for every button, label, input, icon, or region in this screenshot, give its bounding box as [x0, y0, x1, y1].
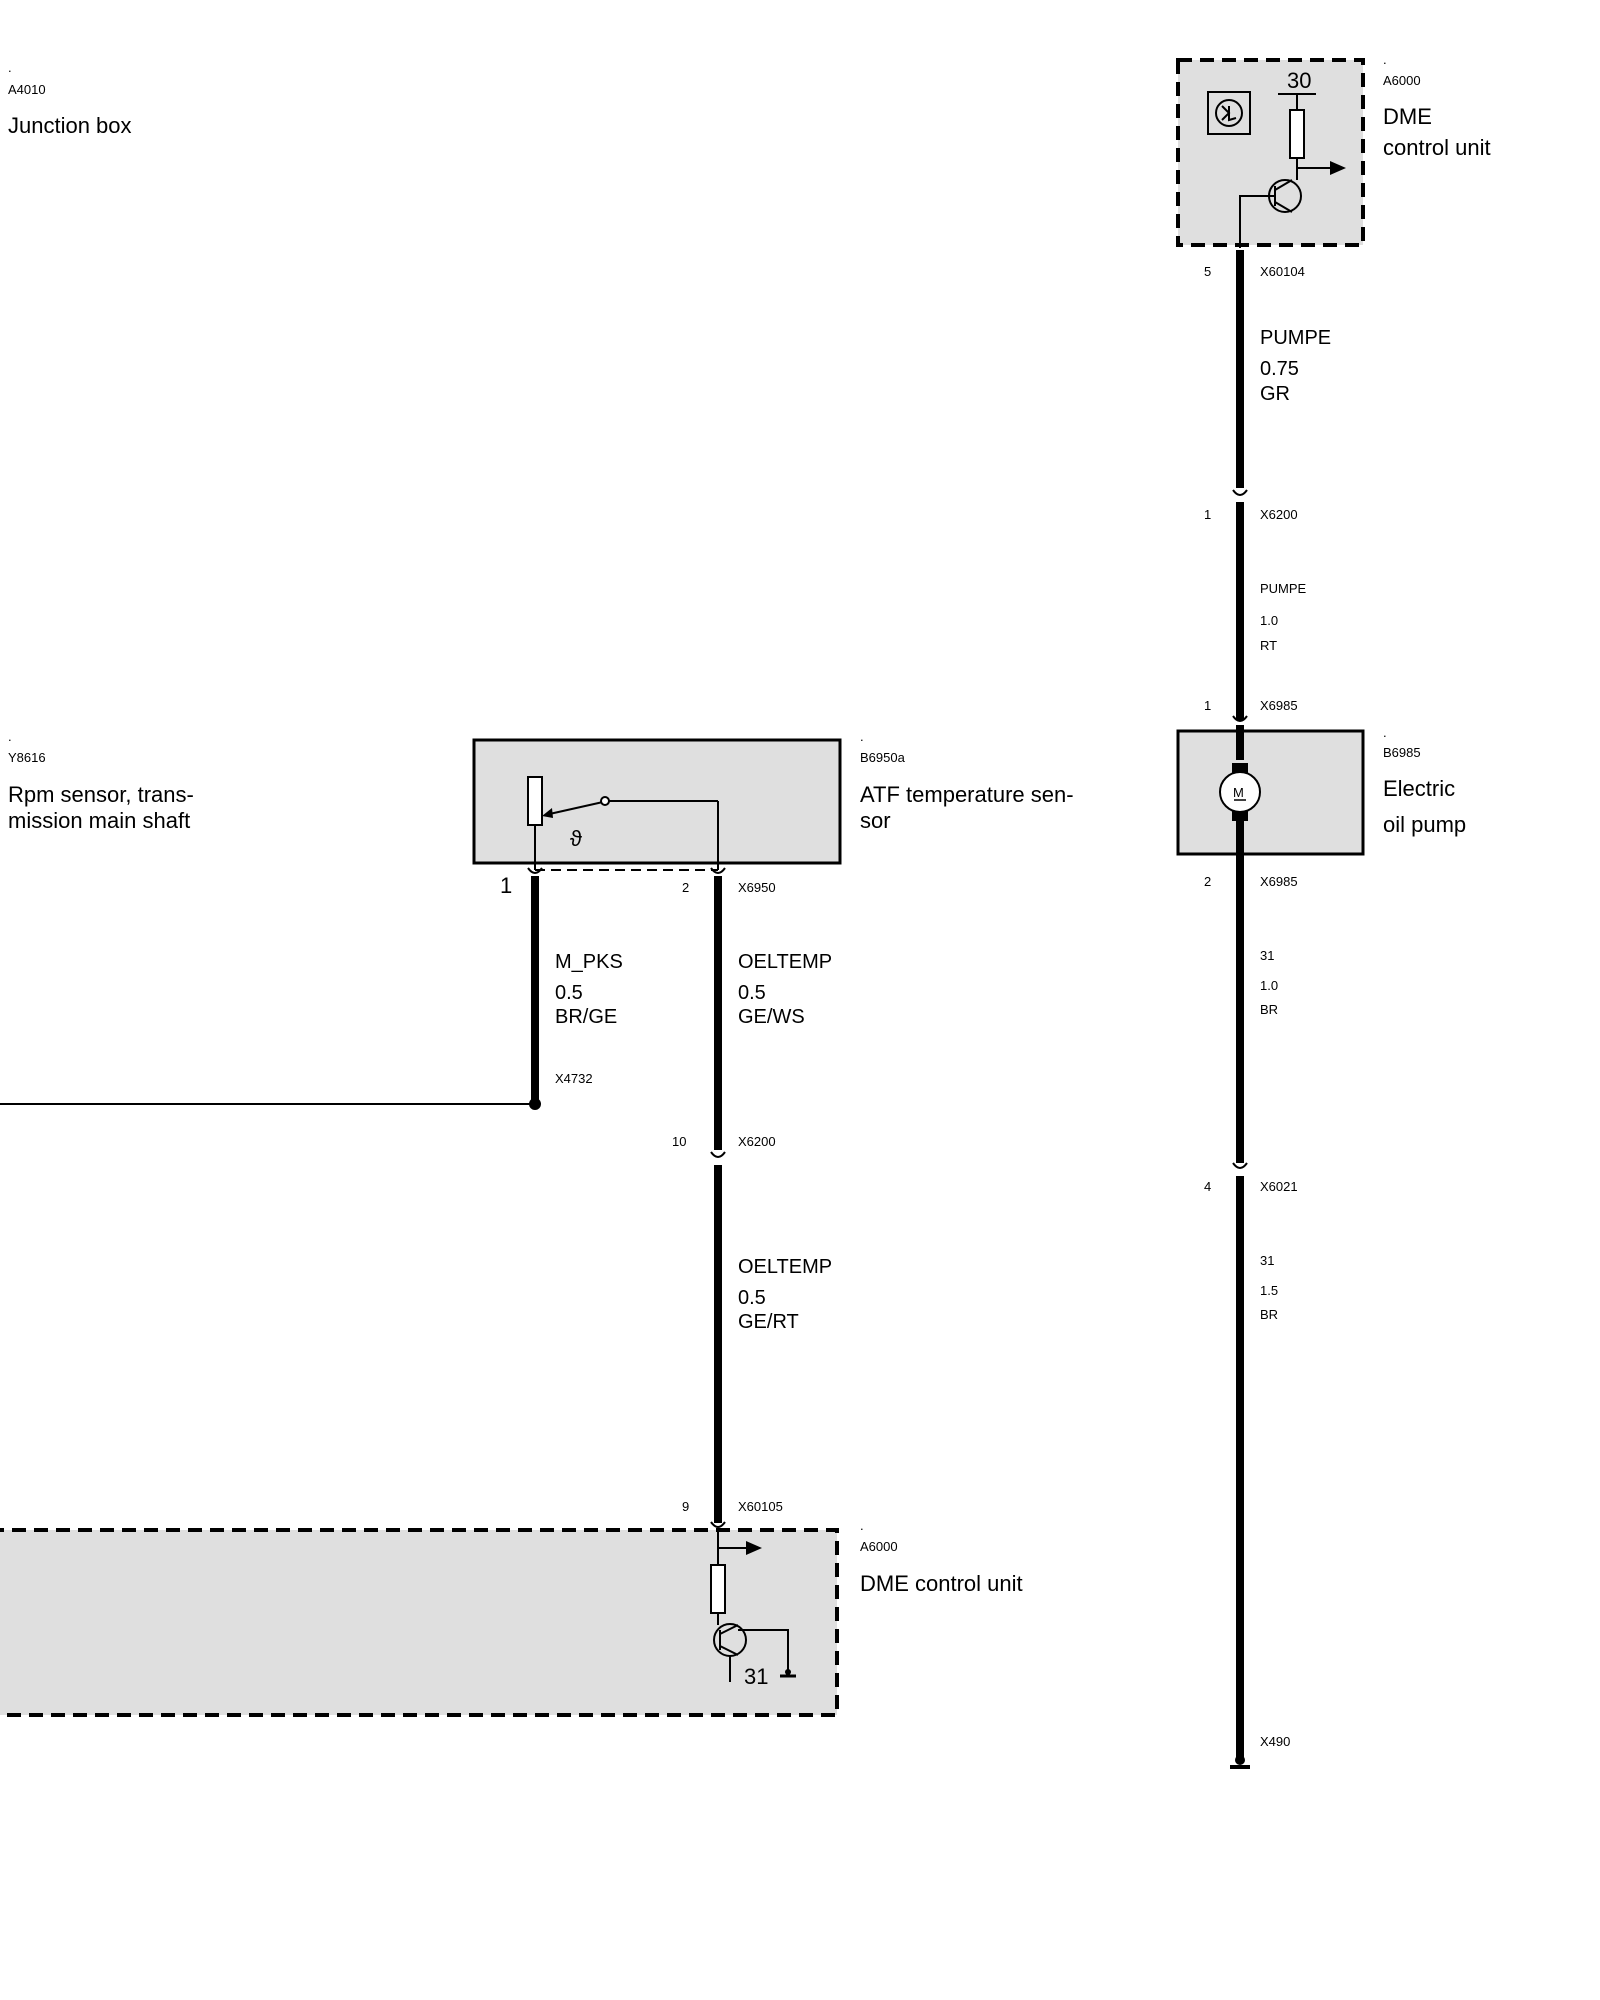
atf-sensor-label: . B6950a ATF temperature sen- sor [860, 729, 1074, 833]
m-pks-size: 0.5 [555, 982, 583, 1004]
rpm-sensor-name-1: Rpm sensor, trans- [8, 782, 194, 807]
atf-temperature-sensor: ϑ [472, 738, 842, 871]
dme-top-name-1: DME [1383, 104, 1432, 129]
oeltemp-gews-size: 0.5 [738, 982, 766, 1004]
br-10-color: BR [1260, 1002, 1278, 1017]
dme-bottom-name: DME control unit [860, 1571, 1023, 1596]
dme-top-label: . A6000 DME control unit [1383, 52, 1491, 160]
connector-x6021-icon [1232, 1162, 1248, 1169]
x6985-2-id: X6985 [1260, 874, 1298, 889]
dme-top-dot: . [1383, 52, 1387, 67]
x6200-pump-pin: 1 [1204, 507, 1211, 522]
rpm-sensor-name-2: mission main shaft [8, 808, 190, 833]
br-15-size: 1.5 [1260, 1283, 1278, 1298]
x60105-pin: 9 [682, 1499, 689, 1514]
br-10-size: 1.0 [1260, 978, 1278, 993]
dme-control-unit-top: 30 [1176, 58, 1365, 248]
br-15-signal: 31 [1260, 1253, 1274, 1268]
connector-x6200-pump-icon [1232, 489, 1248, 496]
rpm-sensor-dot: . [8, 729, 12, 744]
dme-top-terminal: 30 [1287, 68, 1311, 93]
x4732-id: X4732 [555, 1071, 593, 1086]
x6200-temp-id: X6200 [738, 1134, 776, 1149]
oil-pump-name-2: oil pump [1383, 812, 1466, 837]
dme-top-resistor-icon [1289, 109, 1305, 159]
oil-pump-name-1: Electric [1383, 776, 1455, 801]
x6985-1-id: X6985 [1260, 698, 1298, 713]
m-pks-color: BR/GE [555, 1006, 617, 1028]
oeltemp-gert-size: 0.5 [738, 1287, 766, 1309]
x490-id: X490 [1260, 1734, 1290, 1749]
oil-pump-id: B6985 [1383, 745, 1421, 760]
rpm-sensor-id: Y8616 [8, 750, 46, 765]
oeltemp-gews-color: GE/WS [738, 1006, 805, 1028]
atf-sensor-name-1: ATF temperature sen- [860, 782, 1074, 807]
x60104-pin: 5 [1204, 264, 1211, 279]
atf-sensor-name-2: sor [860, 808, 891, 833]
pumpe-gr-size: 0.75 [1260, 358, 1299, 380]
x6950-2-pin: 2 [682, 880, 689, 895]
oeltemp-gews-signal: OELTEMP [738, 951, 832, 973]
pumpe-gr-signal: PUMPE [1260, 327, 1331, 349]
x6021-id: X6021 [1260, 1179, 1298, 1194]
rpm-sensor-label: . Y8616 Rpm sensor, trans- mission main … [8, 729, 194, 833]
pumpe-rt-size: 1.0 [1260, 613, 1278, 628]
dme-bottom-label: . A6000 DME control unit [860, 1518, 1023, 1596]
x6200-temp-pin: 10 [672, 1134, 686, 1149]
dme-bottom-box [0, 1528, 839, 1717]
motor-letter: M [1233, 785, 1244, 800]
dme-top-name-2: control unit [1383, 135, 1491, 160]
atf-thermistor-icon [527, 776, 543, 826]
connector-x6985-1-icon [1232, 715, 1248, 722]
x6950-2-id: X6950 [738, 880, 776, 895]
theta-symbol: ϑ [570, 826, 582, 851]
br-10-signal: 31 [1260, 948, 1274, 963]
pumpe-rt-signal: PUMPE [1260, 581, 1307, 596]
x6985-1-pin: 1 [1204, 698, 1211, 713]
junction-box-id: A4010 [8, 82, 46, 97]
oil-pump-box [1176, 729, 1365, 856]
oil-pump-label: . B6985 Electric oil pump [1383, 725, 1466, 837]
x6985-2-pin: 2 [1204, 874, 1211, 889]
junction-box-label: . A4010 Junction box [8, 60, 132, 138]
connector-x60105-icon [710, 1521, 726, 1528]
dme-top-box [1176, 58, 1365, 247]
dme-bottom-terminal: 31 [744, 1664, 768, 1689]
junction-box-name: Junction box [8, 113, 132, 138]
dme-bottom-id: A6000 [860, 1539, 898, 1554]
oil-pump-dot: . [1383, 725, 1387, 740]
dme-top-id: A6000 [1383, 73, 1421, 88]
pumpe-rt-color: RT [1260, 638, 1277, 653]
junction-box-dot: . [8, 60, 12, 75]
dme-control-unit-bottom: 31 [0, 1528, 839, 1717]
x60105-id: X60105 [738, 1499, 783, 1514]
oeltemp-gert-color: GE/RT [738, 1311, 799, 1333]
m-pks-signal: M_PKS [555, 951, 623, 973]
x6950-1-pin: 1 [500, 873, 512, 898]
dme-bottom-dot: . [860, 1518, 864, 1533]
br-15-color: BR [1260, 1307, 1278, 1322]
x6200-pump-id: X6200 [1260, 507, 1298, 522]
dme-bottom-resistor-icon [710, 1564, 726, 1614]
atf-sensor-id: B6950a [860, 750, 906, 765]
pumpe-gr-color: GR [1260, 383, 1290, 405]
connector-x6200-temp-icon [710, 1151, 726, 1158]
electric-oil-pump: M [1176, 725, 1365, 860]
x60104-id: X60104 [1260, 264, 1305, 279]
atf-sensor-dot: . [860, 729, 864, 744]
x6021-pin: 4 [1204, 1179, 1211, 1194]
oeltemp-gert-signal: OELTEMP [738, 1256, 832, 1278]
